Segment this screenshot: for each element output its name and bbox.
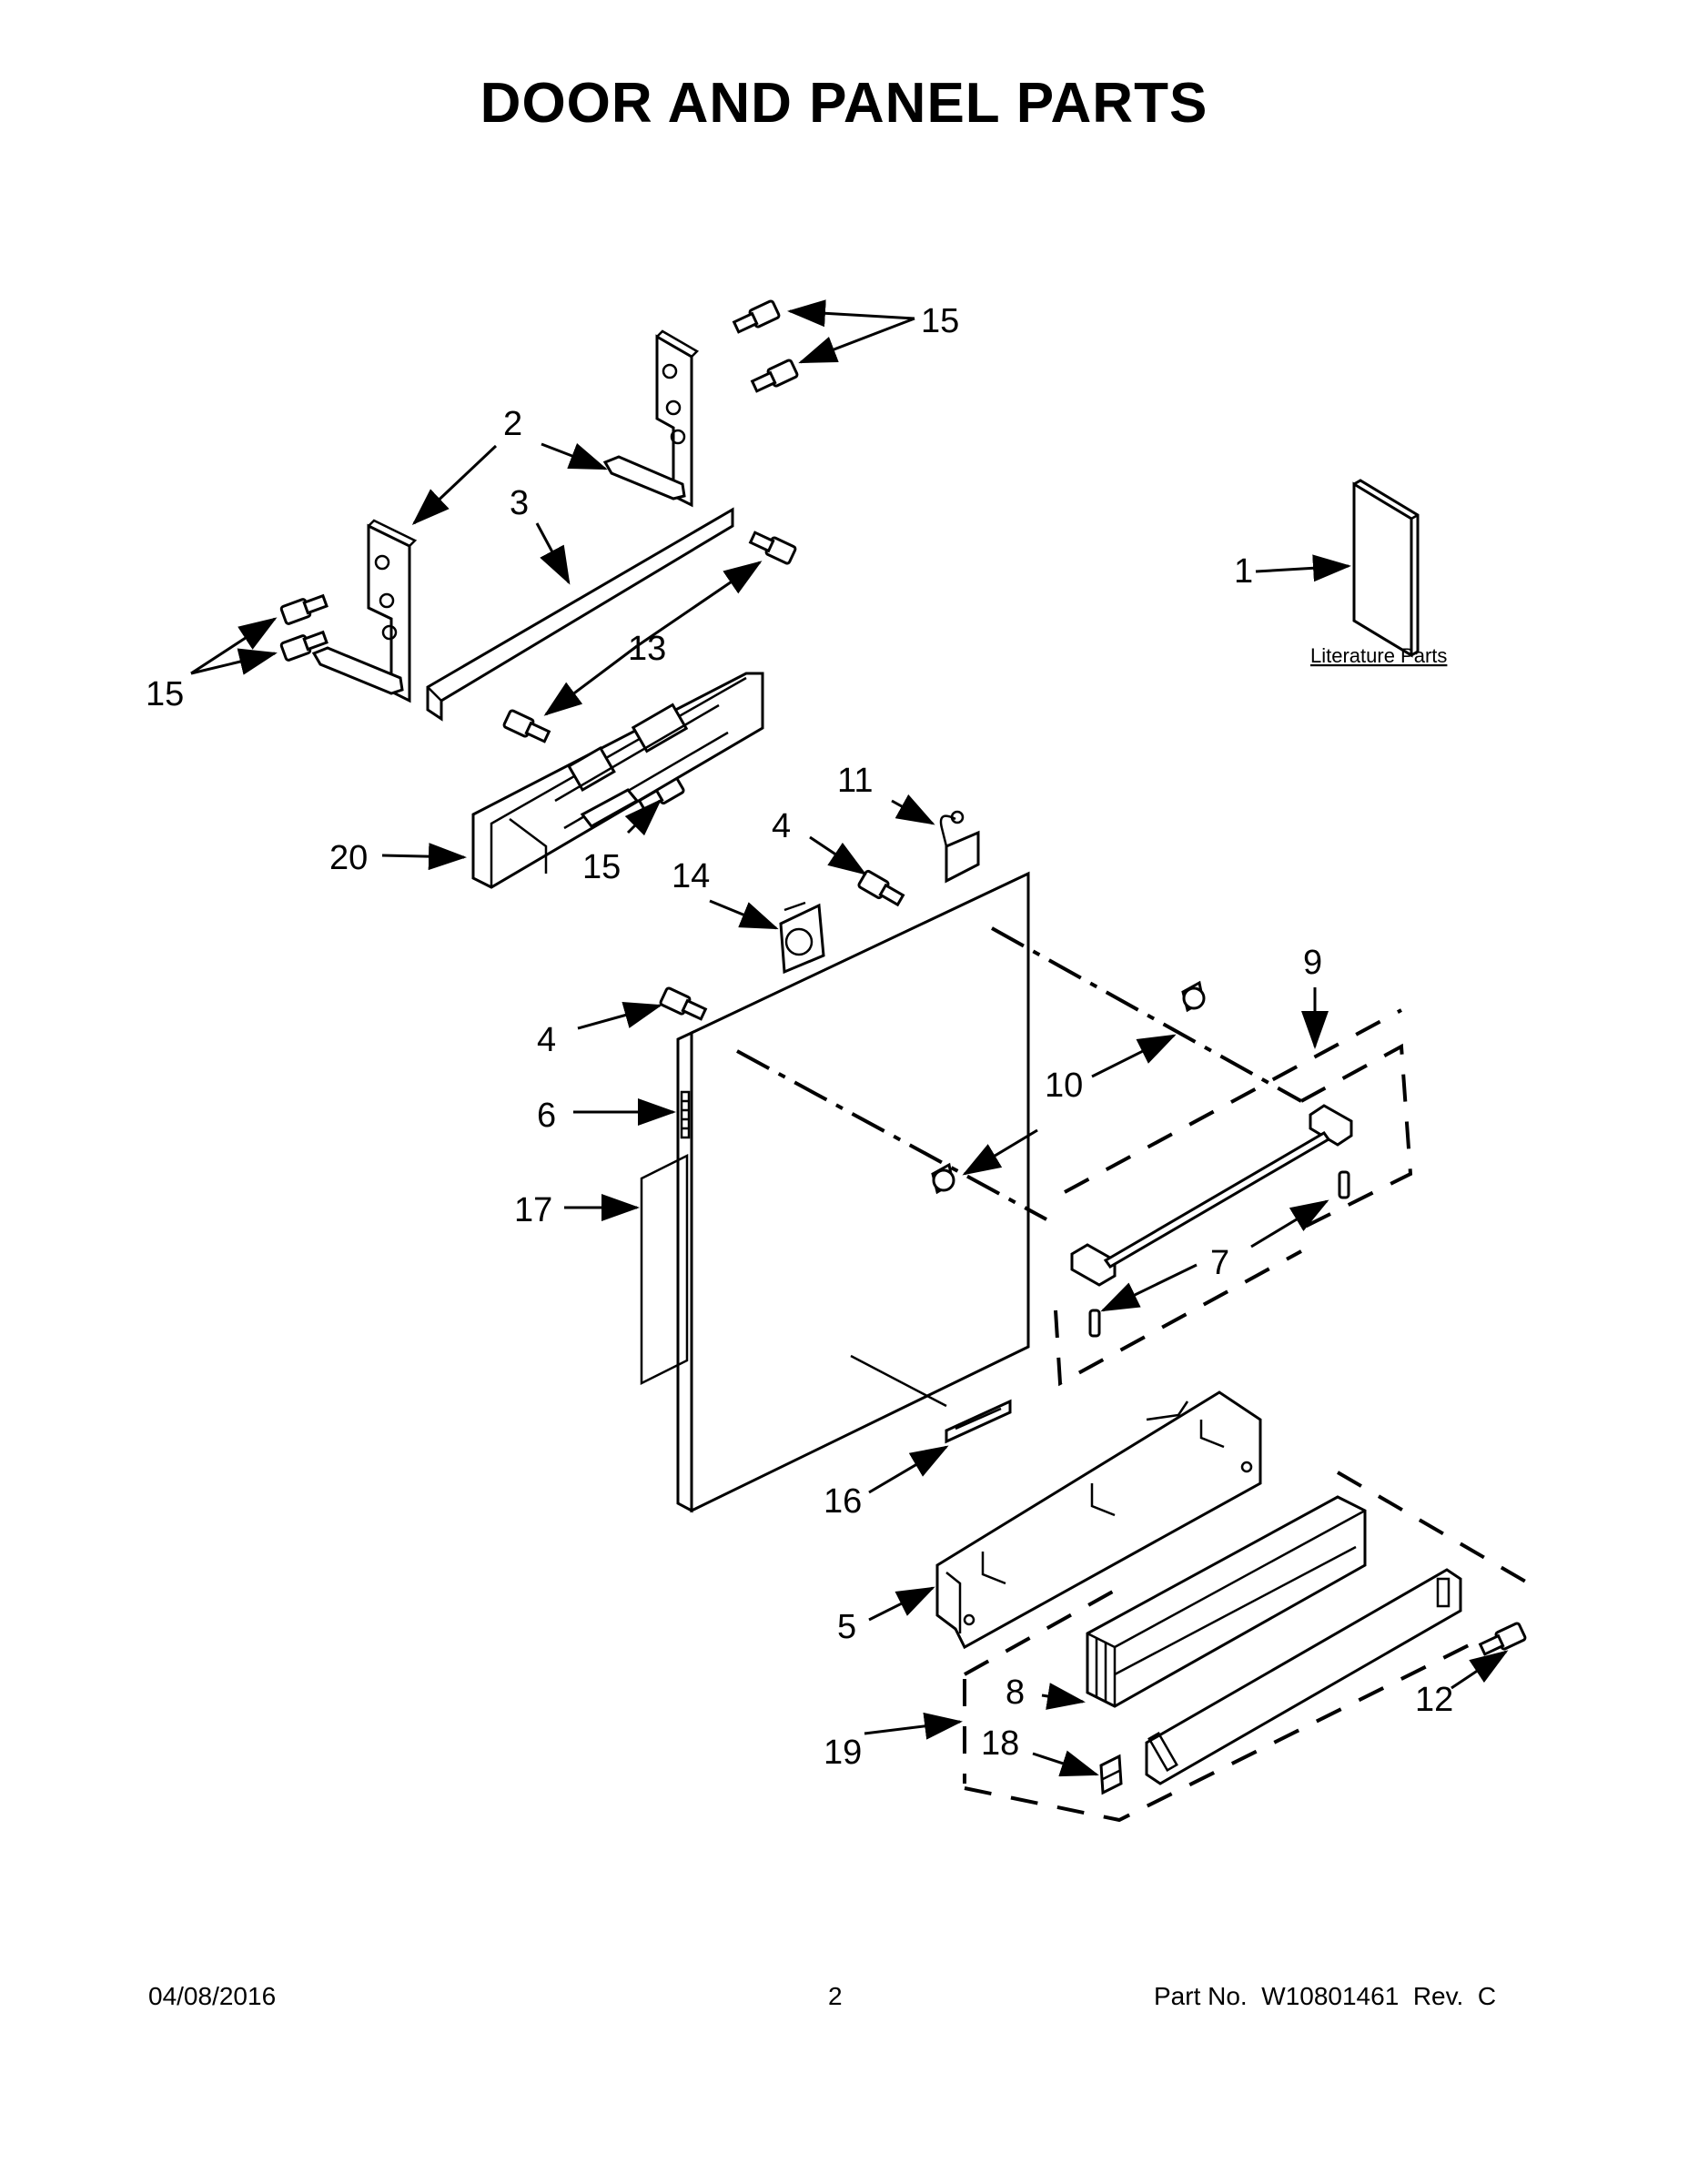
toe-panel-clip [1099, 1754, 1123, 1795]
callout-7: 7 [1210, 1244, 1229, 1282]
callout-1: 1 [1234, 552, 1253, 591]
footer-date: 04/08/2016 [148, 1982, 277, 2010]
screws [279, 299, 1527, 1656]
handle-mount-line-left [736, 1049, 1047, 1221]
top-rail [426, 507, 734, 722]
door-handle [1070, 1104, 1353, 1338]
door-latch-switch [939, 810, 980, 884]
callout-13: 13 [628, 630, 666, 668]
callout-12: 12 [1415, 1681, 1453, 1719]
logo-badge [945, 1399, 1012, 1444]
toe-panel [1145, 1568, 1462, 1785]
callout-14: 14 [672, 857, 710, 895]
toe-panel-kit-boundary [963, 1471, 1531, 1823]
callout-9: 9 [1303, 944, 1322, 982]
callout-19: 19 [824, 1734, 862, 1772]
callout-leaders [190, 299, 1509, 1777]
upper-right-mounting-bracket [602, 329, 700, 508]
control-module-housing [471, 672, 764, 889]
callout-15-left: 15 [146, 675, 184, 713]
callout-10: 10 [1045, 1067, 1083, 1105]
callout-15-top: 15 [921, 302, 959, 340]
callout-3: 3 [510, 484, 529, 522]
latch-assembly [779, 901, 825, 975]
callout-4-upper: 4 [772, 807, 791, 845]
callout-8: 8 [1006, 1673, 1025, 1712]
footer-page-number: 2 [828, 1982, 843, 2010]
callout-15-mid: 15 [582, 848, 621, 886]
callout-16: 16 [824, 1482, 862, 1521]
literature-parts-book [1352, 479, 1420, 658]
callout-17: 17 [514, 1191, 552, 1229]
literature-parts-caption: Literature Parts [1310, 644, 1447, 667]
vent-grille [680, 1090, 691, 1139]
outer-door-panel [676, 871, 1030, 1513]
handle-mount-line-right [991, 926, 1302, 1103]
door-gasket [640, 1153, 689, 1386]
footer-part-number: Part No. W10801461 Rev. C [1154, 1982, 1497, 2010]
callout-11: 11 [837, 762, 873, 800]
toe-kick-spacer [1086, 1495, 1367, 1708]
toe-panel-bracket [935, 1390, 1262, 1650]
callout-20: 20 [329, 839, 368, 877]
upper-left-mounting-bracket [311, 519, 418, 703]
callout-2: 2 [503, 405, 522, 443]
handle-kit-boundary [1054, 1008, 1413, 1387]
page-title: DOOR AND PANEL PARTS [480, 72, 1208, 135]
callout-5: 5 [837, 1608, 856, 1646]
callout-6: 6 [537, 1097, 556, 1135]
callout-4-lower: 4 [537, 1021, 556, 1059]
callout-18: 18 [981, 1724, 1019, 1763]
handle-standoffs [931, 980, 1206, 1195]
